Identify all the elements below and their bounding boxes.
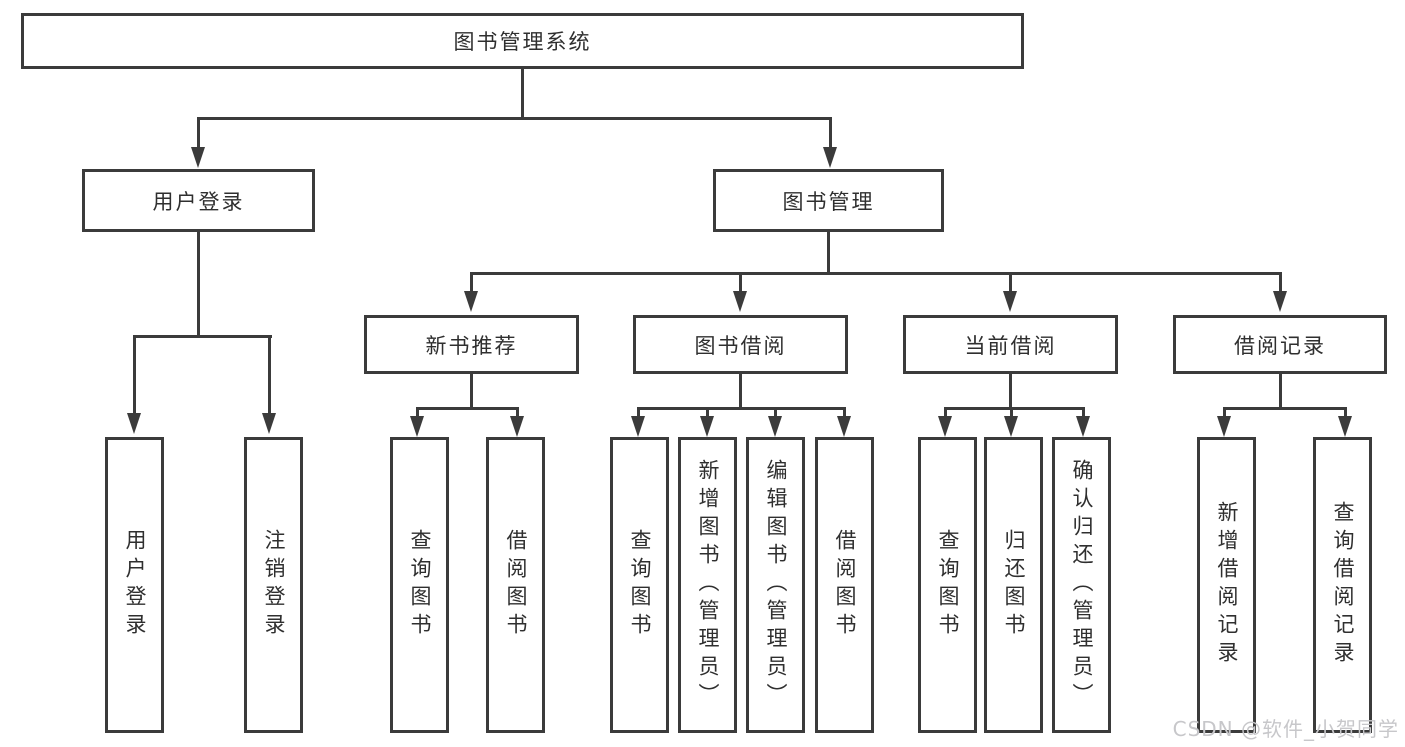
connector-line (1223, 407, 1226, 418)
arrow-down-icon (938, 416, 952, 437)
node-leaf-query-borrow-record: 查询借阅记录 (1313, 437, 1372, 733)
connector-line (827, 232, 830, 272)
connector-line (470, 272, 473, 294)
arrow-down-icon (410, 416, 424, 437)
node-leaf-add-books-admin: 新增图书（管理员） (678, 437, 737, 733)
leaf-label: 查询图书 (628, 529, 652, 641)
connector-line (516, 407, 519, 418)
leaf-label: 借阅图书 (833, 529, 857, 641)
arrow-down-icon (127, 413, 141, 434)
connector-line (944, 407, 1085, 410)
leaf-label: 归还图书 (1002, 529, 1026, 641)
arrow-down-icon (191, 147, 205, 168)
connector-line (774, 407, 777, 418)
connector-line (197, 117, 831, 120)
connector-line (829, 117, 832, 150)
connector-line (637, 407, 845, 410)
arrow-down-icon (768, 416, 782, 437)
connector-line (944, 407, 947, 418)
arrow-down-icon (510, 416, 524, 437)
leaf-label: 用户登录 (123, 529, 147, 641)
connector-line (1223, 407, 1347, 410)
connector-line (416, 407, 419, 418)
node-book-management: 图书管理 (713, 169, 944, 232)
arrow-down-icon (837, 416, 851, 437)
connector-line (739, 272, 742, 294)
connector-line (706, 407, 709, 418)
connector-line (1082, 407, 1085, 418)
node-leaf-logout: 注销登录 (244, 437, 303, 733)
leaf-label: 查询借阅记录 (1331, 501, 1355, 669)
leaf-label: 借阅图书 (504, 529, 528, 641)
arrow-down-icon (733, 291, 747, 312)
leaf-label: 编辑图书（管理员） (764, 459, 788, 711)
connector-line (197, 117, 200, 150)
connector-line (1010, 407, 1013, 418)
connector-line (470, 374, 473, 407)
connector-line (739, 374, 742, 407)
arrow-down-icon (1217, 416, 1231, 437)
connector-line (1279, 272, 1282, 294)
arrow-down-icon (1338, 416, 1352, 437)
arrow-down-icon (1004, 416, 1018, 437)
node-leaf-add-borrow-record: 新增借阅记录 (1197, 437, 1256, 733)
connector-line (133, 335, 272, 338)
arrow-down-icon (464, 291, 478, 312)
connector-line (1009, 374, 1012, 407)
node-leaf-user-login: 用户登录 (105, 437, 164, 733)
arrow-down-icon (823, 147, 837, 168)
connector-line (1344, 407, 1347, 418)
arrow-down-icon (1003, 291, 1017, 312)
connector-line (268, 335, 271, 416)
connector-line (843, 407, 846, 418)
node-leaf-borrow-books-1: 借阅图书 (486, 437, 545, 733)
leaf-label: 新增图书（管理员） (696, 459, 720, 711)
leaf-label: 查询图书 (936, 529, 960, 641)
node-user-login: 用户登录 (82, 169, 315, 232)
node-borrow-records: 借阅记录 (1173, 315, 1387, 374)
leaf-label: 注销登录 (262, 529, 286, 641)
arrow-down-icon (1076, 416, 1090, 437)
node-book-borrowing: 图书借阅 (633, 315, 848, 374)
node-new-book-recommend: 新书推荐 (364, 315, 579, 374)
node-leaf-edit-books-admin: 编辑图书（管理员） (746, 437, 805, 733)
connector-line (1279, 374, 1282, 407)
node-current-borrowing: 当前借阅 (903, 315, 1118, 374)
node-leaf-query-books-2: 查询图书 (610, 437, 669, 733)
connector-line (197, 232, 200, 335)
arrow-down-icon (1273, 291, 1287, 312)
node-leaf-borrow-books-2: 借阅图书 (815, 437, 874, 733)
node-leaf-return-books: 归还图书 (984, 437, 1043, 733)
connector-line (470, 272, 1281, 275)
node-library-system: 图书管理系统 (21, 13, 1024, 69)
arrow-down-icon (631, 416, 645, 437)
arrow-down-icon (700, 416, 714, 437)
leaf-label: 确认归还（管理员） (1070, 459, 1094, 711)
leaf-label: 新增借阅记录 (1215, 501, 1239, 669)
node-leaf-query-books-3: 查询图书 (918, 437, 977, 733)
connector-line (521, 69, 524, 117)
leaf-label: 查询图书 (408, 529, 432, 641)
csdn-watermark: CSDN @软件_小贺同学 (1172, 717, 1399, 741)
connector-line (133, 335, 136, 416)
connector-line (1009, 272, 1012, 294)
connector-line (416, 407, 519, 410)
node-leaf-query-books-1: 查询图书 (390, 437, 449, 733)
arrow-down-icon (262, 413, 276, 434)
node-leaf-confirm-return-admin: 确认归还（管理员） (1052, 437, 1111, 733)
connector-line (637, 407, 640, 418)
